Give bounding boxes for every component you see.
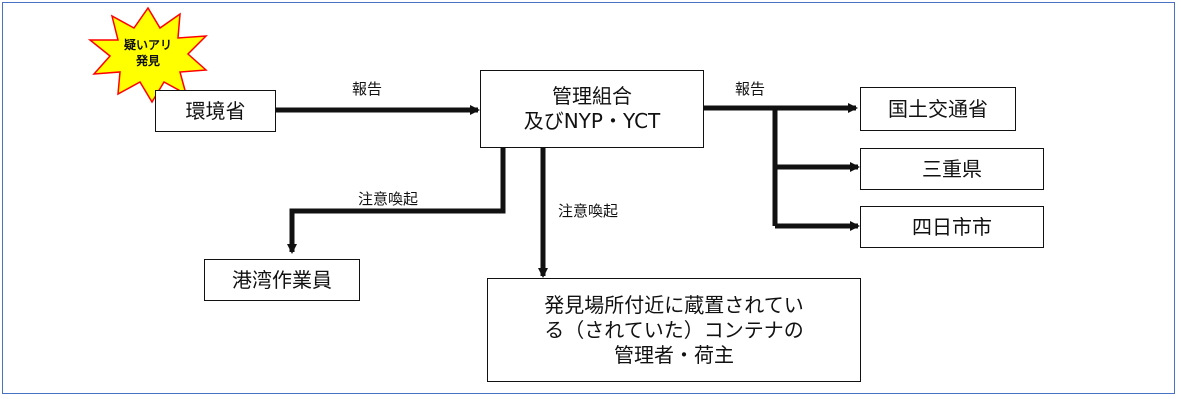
label-caution-left: 注意喚起 (358, 190, 419, 208)
alert-badge-text: 疑いアリ 発見 (123, 38, 172, 68)
label-report-right: 報告 (735, 80, 766, 98)
node-mlit: 国土交通省 (860, 87, 1016, 131)
node-mie-prefecture: 三重県 (860, 148, 1044, 190)
arrow-mgmt-to-workers (287, 148, 506, 254)
node-ministry-of-environment: 環境省 (155, 90, 276, 132)
node-yokkaichi-city: 四日市市 (860, 206, 1044, 248)
label-caution-center: 注意喚起 (558, 202, 619, 220)
node-container-owners: 発見場所付近に蔵置されてい る（されていた）コンテナの 管理者・荷主 (487, 278, 861, 382)
alert-starburst-icon (87, 6, 208, 104)
node-port-workers: 港湾作業員 (204, 259, 360, 301)
label-report-left: 報告 (352, 80, 383, 98)
node-management-union: 管理組合 及びNYP・YCT (480, 70, 704, 148)
